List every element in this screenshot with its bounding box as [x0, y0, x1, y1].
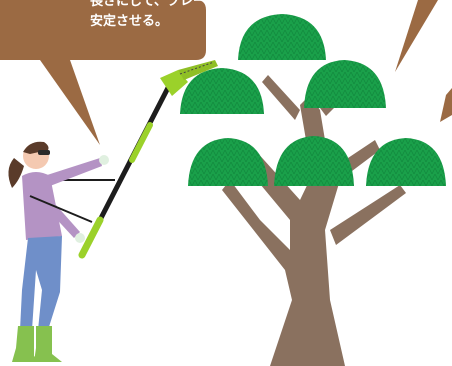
callout-tail-right-2: [440, 88, 452, 122]
woman-gardener: [8, 141, 115, 362]
callout-tail-right-1: [395, 0, 438, 72]
callout-line-2: 安定させる。: [90, 14, 169, 29]
callout-text: 長さにして、ブレード 安定させる。: [90, 0, 290, 32]
callout-line-1: 長さにして、ブレード: [90, 0, 219, 9]
tree-foliage: [180, 14, 446, 186]
callout-bubble: [0, 0, 206, 145]
tree-trunk: [222, 75, 406, 366]
pole-hedge-trimmer: [78, 60, 218, 259]
